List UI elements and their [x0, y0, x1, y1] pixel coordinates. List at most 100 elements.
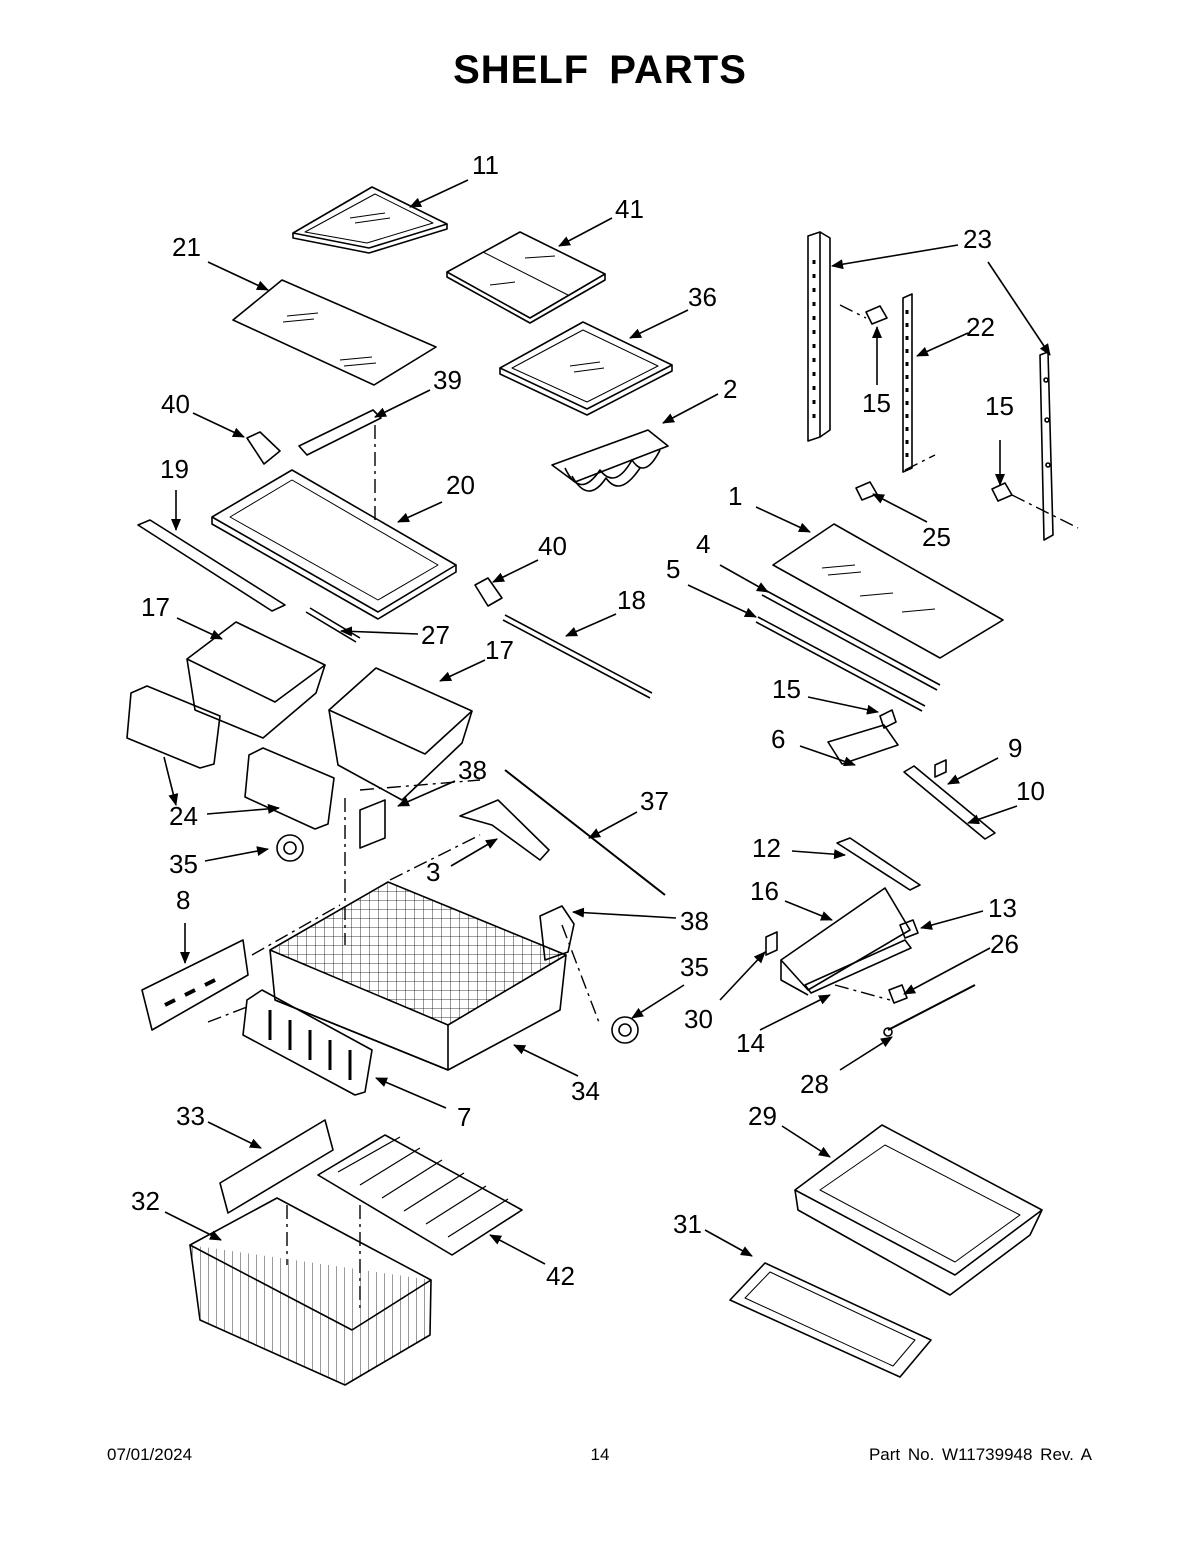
callout-12: 12 [752, 833, 781, 863]
leader-29 [781, 1125, 831, 1158]
callout-21: 21 [172, 232, 201, 262]
leader-23b [987, 261, 1051, 356]
leader-15c [807, 696, 879, 715]
leader-13 [920, 910, 984, 930]
bracket-12 [836, 837, 921, 891]
callout-3: 3 [426, 857, 440, 887]
callout-23: 23 [963, 224, 992, 254]
leader-23a [831, 244, 959, 270]
callout-39: 39 [433, 365, 462, 395]
crisper-bin-17a [186, 621, 326, 739]
callout-4: 4 [696, 529, 710, 559]
screw-26 [888, 984, 908, 1004]
leader-4 [719, 564, 769, 593]
leader-2 [662, 393, 719, 424]
front-panel-8 [141, 939, 249, 1031]
drawer-frame-20 [211, 469, 457, 620]
callout-34: 34 [571, 1076, 600, 1106]
gear-35b [611, 1016, 639, 1044]
leader-40a [192, 412, 245, 438]
leader-14 [759, 994, 831, 1031]
roller-40a [246, 431, 281, 465]
strip-19 [137, 519, 286, 612]
callout-6: 6 [771, 724, 785, 754]
bracket-27 [305, 607, 361, 643]
callout-18: 18 [617, 585, 646, 615]
leader-35b [631, 984, 685, 1019]
callout-17b: 17 [485, 635, 514, 665]
shelf-rail-22 [902, 293, 913, 473]
wine-rack-2 [551, 429, 669, 492]
leader-26 [903, 947, 991, 995]
screw-15a [865, 305, 888, 325]
leader-18 [565, 613, 617, 637]
housing-16 [780, 887, 911, 996]
leader-3 [450, 838, 498, 867]
callout-36: 36 [688, 282, 717, 312]
callout-41: 41 [615, 194, 644, 224]
shelf-rail-23 [807, 231, 831, 442]
wire-basket-32 [189, 1197, 432, 1386]
leader-11 [409, 179, 469, 208]
callout-42: 42 [546, 1261, 575, 1291]
glass-shelf-1 [772, 523, 1004, 659]
callout-33: 33 [176, 1101, 205, 1131]
shelf-part-36 [499, 321, 673, 416]
leader-37 [588, 811, 638, 839]
leader-41 [558, 217, 613, 247]
callout-7: 7 [457, 1102, 471, 1132]
wire-shelf-42 [317, 1134, 523, 1256]
callout-15c: 15 [772, 674, 801, 704]
leader-34 [513, 1044, 579, 1077]
callout-8: 8 [176, 885, 190, 915]
screw-25 [855, 481, 878, 501]
callout-30: 30 [684, 1004, 713, 1034]
leader-38a [397, 780, 456, 807]
leader-28 [839, 1036, 893, 1071]
wire-basket-34 [269, 881, 567, 1071]
leader-17a [176, 617, 223, 640]
leader-30 [719, 951, 766, 1001]
footer-part-number: Part No. W11739948 Rev. A [868, 1445, 1092, 1464]
screw-15b [991, 482, 1013, 502]
leader-9 [947, 757, 999, 785]
leader-35a [204, 846, 269, 862]
footer-page-number: 14 [590, 1445, 610, 1464]
shelf-part-11 [292, 186, 448, 254]
front-panel-33 [219, 1119, 334, 1214]
callout-15a: 15 [862, 388, 891, 418]
leader-27 [340, 626, 419, 637]
leader-39 [374, 389, 431, 418]
callout-38b: 38 [680, 906, 709, 936]
callout-26: 26 [990, 929, 1019, 959]
leader-36 [629, 309, 689, 339]
callout-17a: 17 [141, 592, 170, 622]
leader-1 [755, 506, 811, 533]
leader-38b [572, 907, 677, 919]
leader-24b [206, 803, 280, 815]
callout-1: 1 [728, 481, 742, 511]
callout-32: 32 [131, 1186, 160, 1216]
callout-2: 2 [723, 374, 737, 404]
callout-9: 9 [1008, 733, 1022, 763]
callout-27: 27 [421, 620, 450, 650]
screw-15c [879, 709, 897, 729]
callout-22: 22 [966, 312, 995, 342]
callout-11: 11 [472, 150, 499, 180]
leader-32 [164, 1211, 222, 1241]
callout-15b: 15 [985, 391, 1014, 421]
callout-28: 28 [800, 1069, 829, 1099]
front-panel-7 [242, 989, 373, 1096]
leader-16 [784, 900, 833, 921]
page-title: SHELF PARTS [453, 48, 747, 92]
clip-30 [765, 931, 778, 956]
bracket-6 [827, 724, 899, 765]
drawer-front-24b [244, 747, 335, 830]
callout-40b: 40 [538, 531, 567, 561]
callout-14: 14 [736, 1028, 765, 1058]
callout-13: 13 [988, 893, 1017, 923]
callout-37: 37 [640, 786, 669, 816]
leader-10 [967, 805, 1018, 825]
bracket-38a [359, 799, 386, 849]
